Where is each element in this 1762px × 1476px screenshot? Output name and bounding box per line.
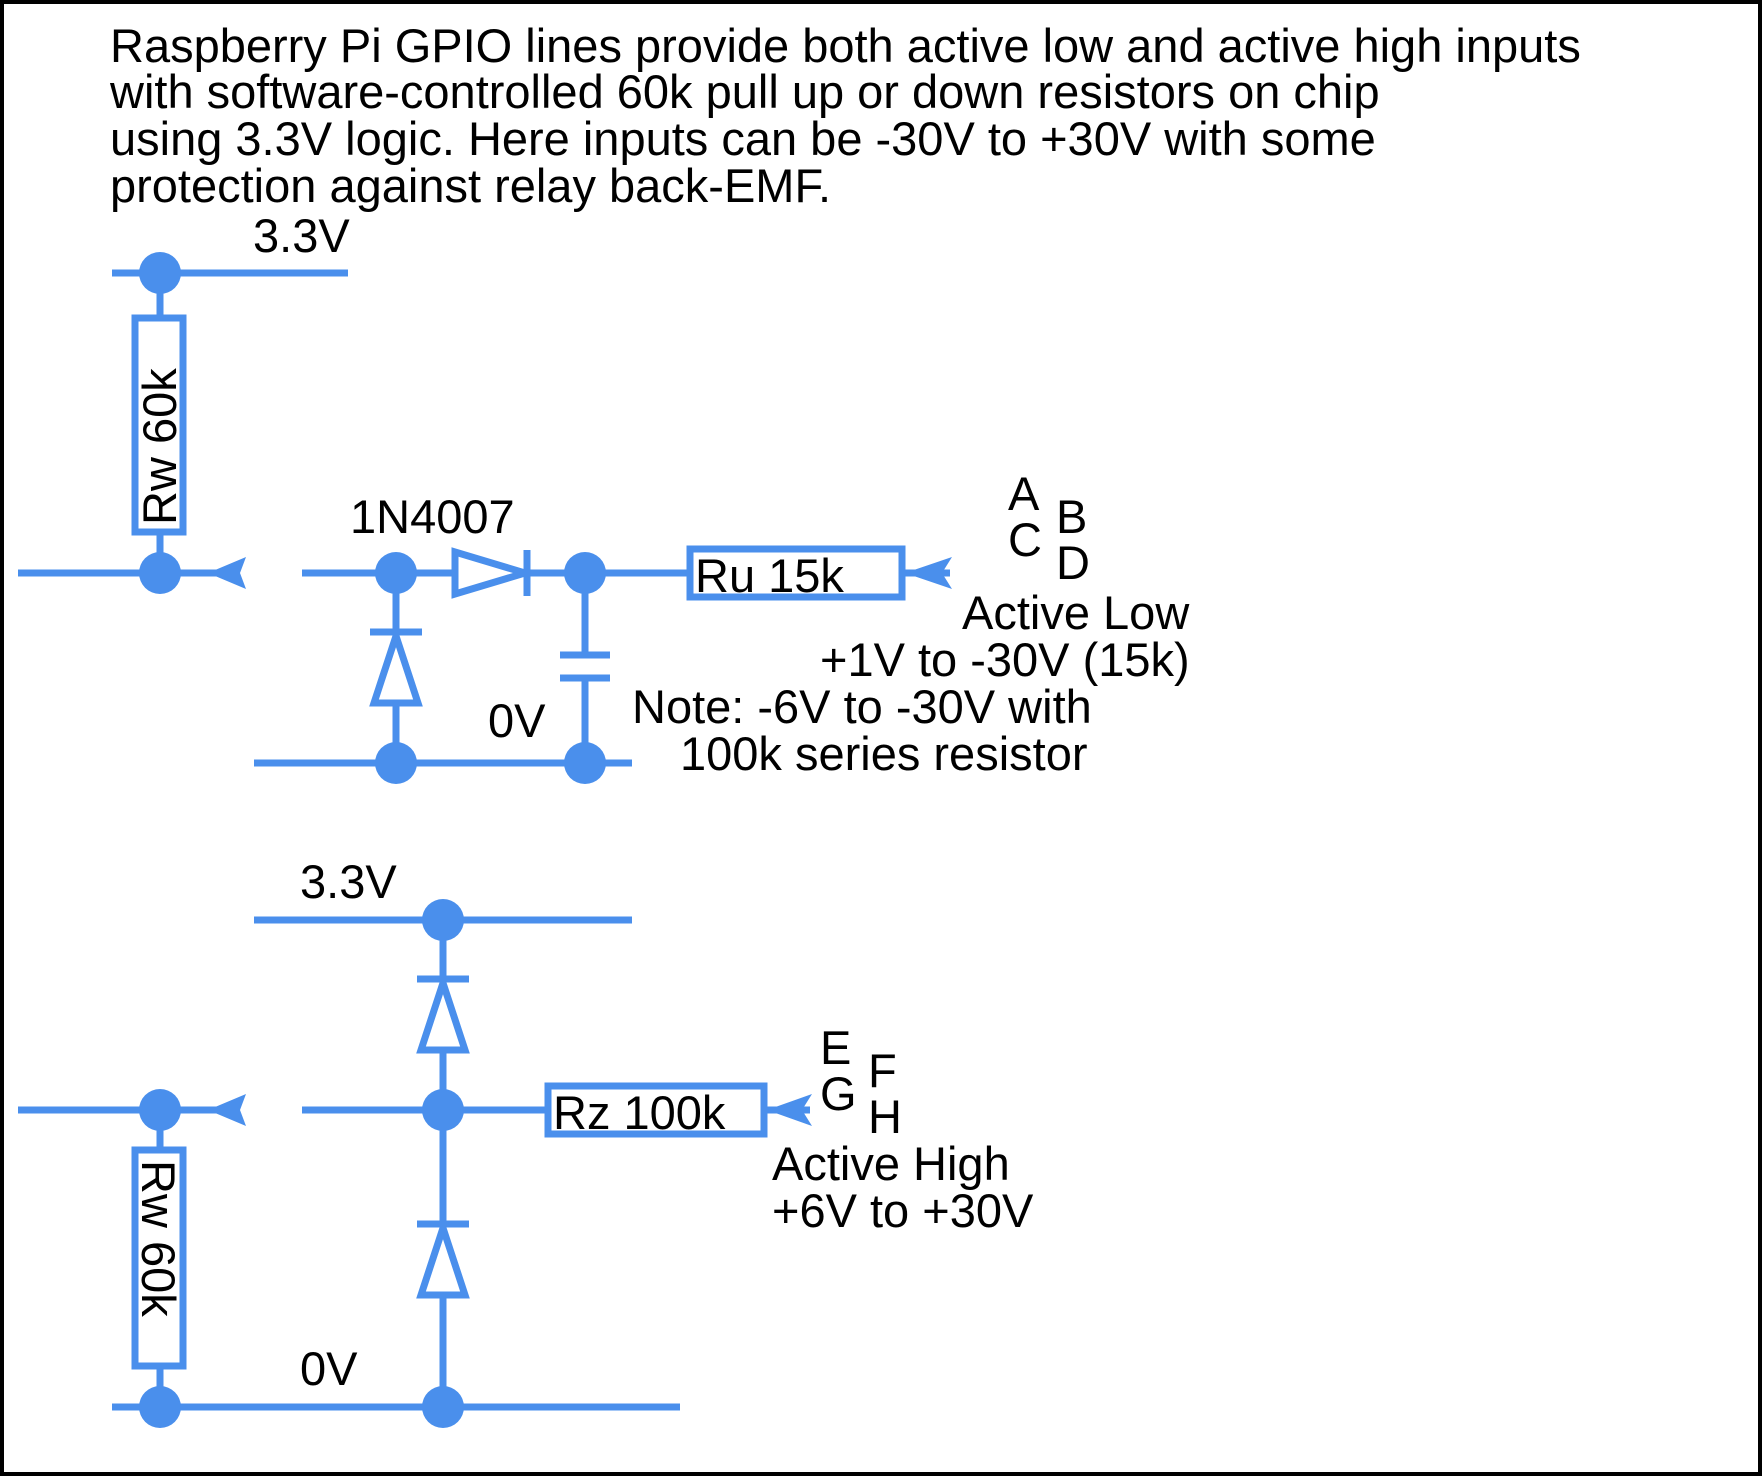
diode-label: 1N4007	[350, 490, 515, 543]
junction-node-high	[422, 1089, 464, 1131]
input-letter-a: A	[1008, 467, 1040, 520]
description-line-3: using 3.3V logic. Here inputs can be -30…	[110, 112, 1376, 165]
active-low-labels: 3.3V Rw 60k 1N4007 Ru 15k 0V A B C D Act…	[133, 209, 1190, 780]
active-low-markers	[139, 252, 952, 784]
description: Raspberry Pi GPIO lines provide both act…	[109, 19, 1581, 212]
active-low-label: Active Low	[962, 586, 1190, 639]
ground-label-high: 0V	[300, 1342, 358, 1395]
input-contact-arrow-low	[905, 557, 952, 589]
ground-label-low: 0V	[488, 694, 546, 747]
ground-node-high-right	[422, 1386, 464, 1428]
note-line-1: Note: -6V to -30V with	[632, 680, 1092, 733]
pullup-resistor-label: Rw 60k	[133, 368, 186, 525]
input-letter-b: B	[1056, 490, 1087, 543]
description-line-4: protection against relay back-EMF.	[110, 159, 831, 212]
series-diode-1n4007	[451, 547, 538, 599]
pullup-resistor-body	[131, 314, 187, 536]
diode-node	[375, 552, 417, 594]
ground-node-right	[564, 742, 606, 784]
input-letter-f: F	[868, 1044, 897, 1097]
active-high-circuit	[18, 916, 810, 1411]
supply-label-low: 3.3V	[253, 209, 350, 262]
input-letter-e: E	[820, 1021, 851, 1074]
supply-node-high	[422, 899, 464, 941]
ground-node-left	[375, 742, 417, 784]
active-high-label: Active High	[772, 1137, 1010, 1190]
gpio-node	[139, 552, 181, 594]
active-high-labels: 3.3V Rw 60k Rz 100k 0V E F G H Active Hi…	[132, 855, 1034, 1395]
supply-node	[139, 252, 181, 294]
active-high-range: +6V to +30V	[772, 1184, 1034, 1237]
input-letter-d: D	[1056, 536, 1090, 589]
cap-node	[564, 552, 606, 594]
input-letter-h: H	[868, 1090, 902, 1143]
input-letter-c: C	[1008, 513, 1042, 566]
pulldown-resistor-body	[131, 1146, 187, 1370]
series-resistor-ru-body	[686, 545, 906, 601]
active-high-markers	[139, 899, 812, 1428]
gpio-contact-arrow-high	[208, 1094, 246, 1126]
series-resistor-rz-label: Rz 100k	[553, 1086, 726, 1139]
active-low-range: +1V to -30V (15k)	[820, 633, 1190, 686]
input-letter-g: G	[820, 1067, 857, 1120]
supply-label-high: 3.3V	[300, 855, 397, 908]
gpio-node-high	[139, 1089, 181, 1131]
note-line-2: 100k series resistor	[680, 727, 1088, 780]
series-resistor-ru-label: Ru 15k	[695, 549, 844, 602]
description-line-2: with software-controlled 60k pull up or …	[109, 65, 1380, 118]
input-contact-arrow-high	[767, 1094, 812, 1126]
pulldown-resistor-label: Rw 60k	[132, 1160, 185, 1317]
ground-node-high-left	[139, 1386, 181, 1428]
gpio-contact-arrow-low	[208, 557, 246, 589]
description-line-1: Raspberry Pi GPIO lines provide both act…	[110, 19, 1581, 72]
